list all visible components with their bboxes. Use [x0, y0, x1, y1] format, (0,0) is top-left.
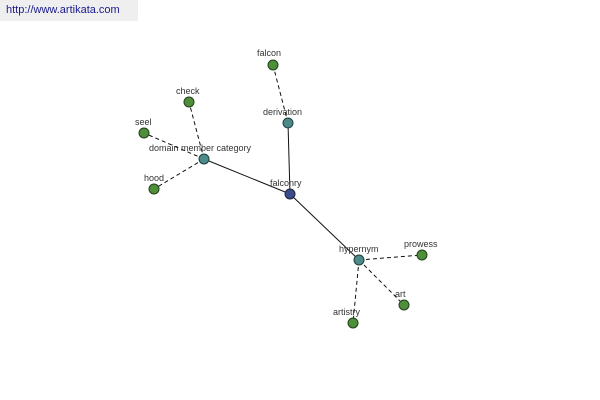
edge-layer	[143, 64, 423, 324]
node-art[interactable]	[398, 299, 410, 311]
node-check[interactable]	[183, 96, 195, 108]
edge-falconry-domain	[203, 158, 291, 195]
edge-hypernym-artistry	[352, 259, 360, 324]
node-prowess[interactable]	[416, 249, 428, 261]
edge-hypernym-art	[358, 259, 405, 306]
edge-derivation-falcon	[272, 64, 289, 124]
node-label-derivation: derivation	[263, 107, 302, 117]
node-label-hood: hood	[144, 173, 164, 183]
node-falcon[interactable]	[267, 59, 279, 71]
site-url-banner[interactable]: http://www.artikata.com	[0, 0, 138, 21]
node-label-hypernym: hypernym	[339, 244, 379, 254]
node-falconry[interactable]	[284, 188, 296, 200]
node-domain[interactable]	[198, 153, 210, 165]
node-label-artistry: artistry	[333, 307, 361, 317]
node-label-falcon: falcon	[257, 48, 281, 58]
node-label-seel: seel	[135, 117, 152, 127]
node-derivation[interactable]	[282, 117, 294, 129]
node-label-check: check	[176, 86, 200, 96]
node-hypernym[interactable]	[353, 254, 365, 266]
edge-domain-check	[188, 101, 205, 160]
node-hood[interactable]	[148, 183, 160, 195]
node-seel[interactable]	[138, 127, 150, 139]
edge-falconry-derivation	[287, 122, 291, 195]
edge-hypernym-prowess	[358, 254, 423, 261]
node-layer	[138, 59, 428, 329]
node-label-falconry: falconry	[270, 178, 302, 188]
node-label-domain: domain member category	[149, 143, 252, 153]
edge-domain-seel	[143, 132, 205, 160]
node-label-prowess: prowess	[404, 239, 438, 249]
node-artistry[interactable]	[347, 317, 359, 329]
edge-falconry-hypernym	[289, 193, 360, 261]
node-label-art: art	[395, 289, 406, 299]
label-layer: falconry derivation domain member category…	[135, 48, 438, 317]
edge-domain-hood	[153, 158, 205, 190]
